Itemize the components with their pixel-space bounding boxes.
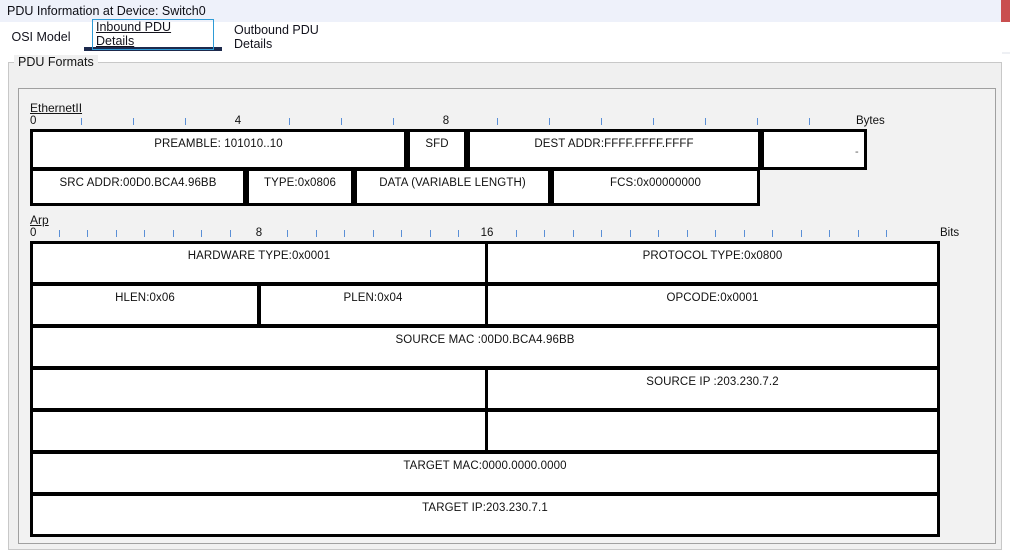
- field-plen: PLEN:0x04: [258, 283, 488, 327]
- field-type: TYPE:0x0806: [246, 168, 354, 206]
- field-blank-left: [30, 409, 488, 453]
- field-target-mac: TARGET MAC:0000.0000.0000: [30, 451, 940, 495]
- section-title-arp: Arp: [30, 213, 49, 227]
- ruler-unit-bytes: Bytes: [856, 115, 885, 127]
- field-source-mac: SOURCE MAC :00D0.BCA4.96BB: [30, 325, 940, 369]
- window-titlebar: PDU Information at Device: Switch0: [0, 0, 1010, 22]
- field-blank-right: [485, 409, 940, 453]
- ruler-label-arp-8: 8: [255, 227, 263, 239]
- field-source-mac-cont: [30, 367, 488, 411]
- tab-osi-model[interactable]: OSI Model: [0, 22, 82, 51]
- ruler-label-arp-0: 0: [30, 227, 37, 239]
- ruler-label-eth-8: 8: [442, 115, 450, 127]
- field-protocol-type: PROTOCOL TYPE:0x0800: [485, 241, 940, 285]
- field-fcs: FCS:0x00000000: [551, 168, 760, 206]
- tab-osi-model-label: OSI Model: [11, 29, 71, 44]
- ruler-arp: 0 8 16 Bits: [30, 227, 970, 243]
- ruler-ethernetii: 0 4 8 Bytes: [30, 115, 886, 131]
- pdu-formats-legend: PDU Formats: [14, 55, 98, 69]
- field-hardware-type: HARDWARE TYPE:0x0001: [30, 241, 488, 285]
- section-title-ethernetii: EthernetII: [30, 101, 83, 115]
- field-data: DATA (VARIABLE LENGTH): [354, 168, 551, 206]
- tabstrip: OSI Model Inbound PDU Details Outbound P…: [0, 19, 1010, 52]
- tab-outbound-pdu-details-label: Outbound PDU Details: [234, 22, 319, 51]
- ruler-label-eth-4: 4: [234, 115, 242, 127]
- field-target-ip: TARGET IP:203.230.7.1: [30, 493, 940, 537]
- field-hlen: HLEN:0x06: [30, 283, 260, 327]
- field-source-ip: SOURCE IP :203.230.7.2: [485, 367, 940, 411]
- pdu-formats-panel[interactable]: EthernetII 0 4 8 Bytes PREAMBLE: 101010.…: [18, 88, 996, 544]
- tab-inbound-pdu-details-label: Inbound PDU Details: [92, 19, 214, 50]
- close-marker[interactable]: [1001, 0, 1010, 27]
- window-title: PDU Information at Device: Switch0: [7, 4, 206, 18]
- ruler-unit-bits: Bits: [940, 227, 960, 239]
- field-preamble: PREAMBLE: 101010..10: [30, 129, 407, 170]
- ellipsis-marker: -: [855, 146, 859, 158]
- ruler-label-eth-0: 0: [30, 115, 37, 127]
- field-opcode: OPCODE:0x0001: [485, 283, 940, 327]
- field-sfd: SFD: [407, 129, 467, 170]
- tab-outbound-pdu-details[interactable]: Outbound PDU Details: [226, 22, 368, 51]
- field-src-addr: SRC ADDR:00D0.BCA4.96BB: [30, 168, 246, 206]
- field-dest-addr: DEST ADDR:FFFF.FFFF.FFFF: [467, 129, 761, 170]
- tab-inbound-pdu-details[interactable]: Inbound PDU Details: [84, 19, 222, 51]
- field-eth-row1-trailing: [761, 129, 867, 170]
- ruler-label-arp-16: 16: [480, 227, 494, 239]
